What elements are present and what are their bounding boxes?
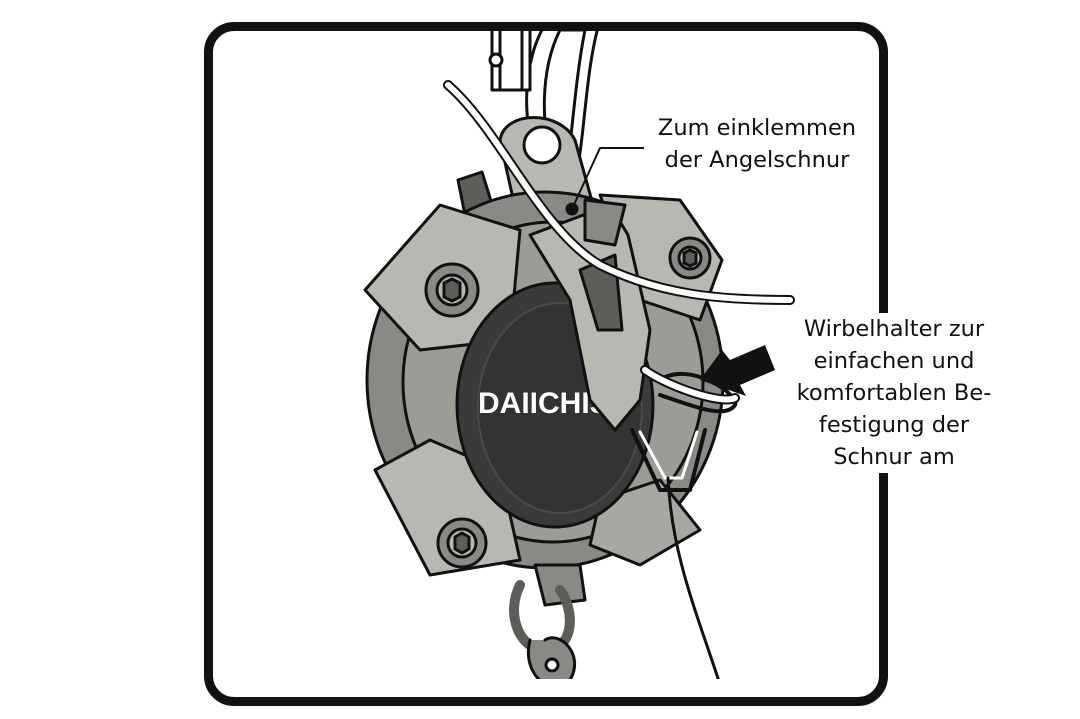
callout-line: Schnur am — [833, 444, 955, 470]
swivel-holder — [630, 372, 738, 492]
callout-line: Wirbelhalter zur — [803, 316, 985, 342]
callout-line: einfachen und — [813, 348, 975, 374]
callout-leader — [571, 147, 649, 210]
callout-line: der Angelschnur — [664, 147, 850, 173]
callout-line: festigung der — [818, 412, 970, 438]
callout-line: Zum einklemmen — [657, 115, 857, 141]
arrow-icon — [700, 345, 775, 396]
callout-line: komfortablen Be- — [796, 380, 992, 406]
callout-clamp-line: Zum einklemmen der Angelschnur — [644, 112, 870, 176]
hex-screws — [424, 236, 712, 569]
fishing-line — [443, 80, 795, 679]
swivel-chain — [509, 563, 587, 679]
callout-swivel-holder: Wirbelhalter zur einfachen und komfortab… — [780, 313, 1008, 473]
